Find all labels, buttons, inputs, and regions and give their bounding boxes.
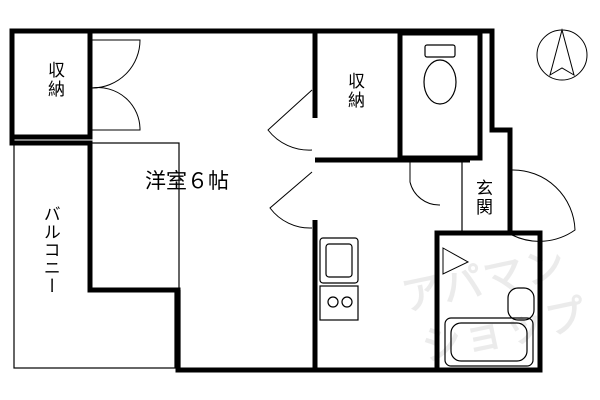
inner-lines (13, 40, 510, 369)
door-swings (91, 39, 576, 275)
main-room-label: 洋室６帖 (145, 169, 229, 193)
compass-icon (536, 28, 588, 81)
entrance-label: 玄 関 (476, 179, 493, 218)
balcony-label: バルコニー (39, 205, 60, 295)
storage-center-label: 収 納 (348, 72, 365, 111)
fixtures (319, 44, 535, 367)
storage-left-label: 収 納 (48, 61, 65, 100)
